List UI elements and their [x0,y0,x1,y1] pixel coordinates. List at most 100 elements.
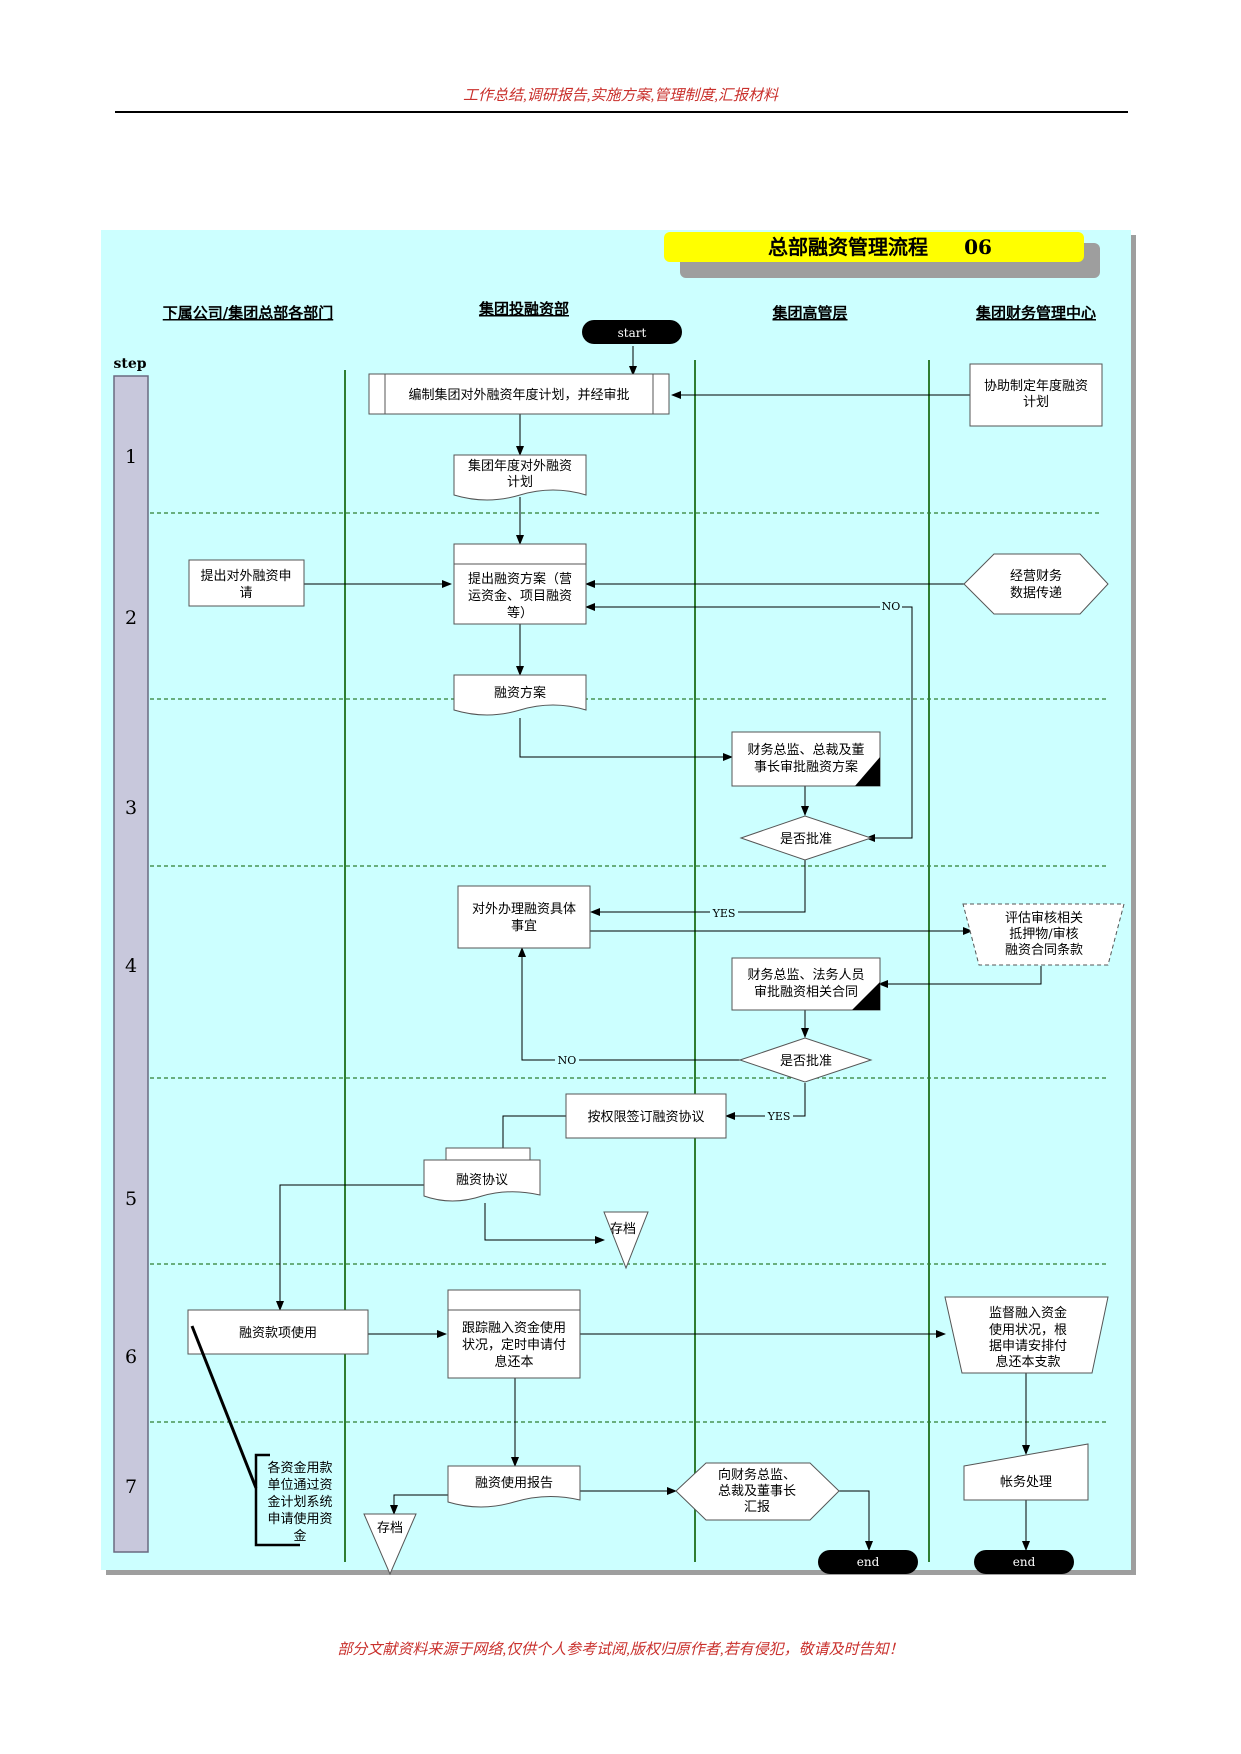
svg-text:是否批准: 是否批准 [780,1054,832,1069]
node-apply: 提出对外融资申 请 [188,559,305,607]
end-terminator-2 [974,1550,1074,1574]
step-label: step [113,356,146,372]
lane-header-investment: 集团投融资部 [478,300,569,318]
annotation-note: 各资金用款 单位通过资 金计划系统 申请使用资 金 [190,1325,333,1547]
svg-text:协助制定年度融资: 协助制定年度融资 [984,378,1088,394]
svg-text:融资使用报告: 融资使用报告 [475,1475,553,1491]
doc-annual-plan: 集团年度对外融资 计划 [453,454,587,501]
node-supervise: 监督融入资金 使用状况，根 据申请安排付 息还本支款 [944,1296,1109,1374]
svg-text:金: 金 [293,1528,306,1544]
svg-text:数据传递: 数据传递 [1010,586,1062,601]
svg-text:抵押物/审核: 抵押物/审核 [1009,927,1078,942]
diagram-title: 总部融资管理流程 [768,235,928,259]
svg-text:计划: 计划 [1023,395,1049,410]
svg-text:计划: 计划 [507,475,533,490]
svg-text:金计划系统: 金计划系统 [267,1494,332,1510]
node-approve-contract: 财务总监、法务人员 审批融资相关合同 [731,957,881,1011]
svg-text:等）: 等） [507,605,533,621]
step-4: 4 [125,955,137,977]
svg-text:使用状况，根: 使用状况，根 [989,1322,1067,1338]
step-3: 3 [125,797,137,819]
decision-approve-1: 是否批准 [739,815,873,861]
svg-text:状况，定时申请付: 状况，定时申请付 [462,1338,566,1353]
svg-text:按权限签订融资协议: 按权限签订融资协议 [587,1109,704,1125]
archive-2: 存档 [363,1513,417,1576]
edge-label-yes-2: YES [767,1110,791,1123]
node-propose: 提出融资方案（营 运资金、项目融资 等） [453,543,587,625]
node-finance-data: 经营财务 数据传递 [963,553,1109,615]
svg-text:总裁及董事长: 总裁及董事长 [718,1483,796,1499]
page-header-text: 工作总结,调研报告,实施方案,管理制度,汇报材料 [462,88,778,104]
edge-label-no-2: NO [558,1054,577,1067]
lane-header-executives: 集团高管层 [771,304,847,322]
edge-label-no-1: NO [882,600,901,613]
svg-text:对外办理融资具体: 对外办理融资具体 [472,902,576,917]
lane-lines [344,360,930,1562]
end-terminator-1 [818,1550,918,1574]
svg-text:汇报: 汇报 [744,1500,770,1515]
svg-text:息还本支款: 息还本支款 [995,1354,1060,1370]
svg-text:评估审核相关: 评估审核相关 [1005,911,1083,926]
svg-text:融资方案: 融资方案 [494,685,546,701]
svg-text:融资合同条款: 融资合同条款 [1005,942,1083,958]
lane-header-finance-center: 集团财务管理中心 [975,304,1096,322]
step-2: 2 [125,607,137,629]
node-approve-scheme: 财务总监、总裁及董 事长审批融资方案 [731,731,881,787]
node-sign: 按权限签订融资协议 [565,1093,727,1139]
svg-text:审批融资相关合同: 审批融资相关合同 [754,985,858,1000]
step-6: 6 [125,1346,137,1368]
step-1: 1 [125,446,137,468]
end-label-2: end [1013,1555,1036,1569]
connectors [276,346,1042,1551]
svg-text:财务总监、总裁及董: 财务总监、总裁及董 [747,742,864,758]
svg-text:存档: 存档 [610,1222,636,1237]
decision-approve-2: 是否批准 [738,1037,873,1083]
svg-text:息还本: 息还本 [494,1354,533,1370]
svg-text:单位通过资: 单位通过资 [267,1478,332,1493]
step-dividers [150,512,1108,1423]
doc-usage-report: 融资使用报告 [447,1465,581,1508]
svg-text:融资协议: 融资协议 [456,1173,508,1188]
node-accounting: 帐务处理 [963,1443,1089,1501]
svg-text:据申请安排付: 据申请安排付 [989,1339,1067,1354]
node-handle: 对外办理融资具体 事宜 [457,885,591,949]
start-label: start [618,326,647,340]
svg-text:编制集团对外融资年度计划，并经审批: 编制集团对外融资年度计划，并经审批 [408,387,629,403]
svg-text:事宜: 事宜 [511,919,537,934]
svg-text:申请使用资: 申请使用资 [267,1511,332,1527]
node-assist-plan: 协助制定年度融资 计划 [969,363,1103,427]
diagram-code: 06 [964,235,992,259]
svg-text:是否批准: 是否批准 [780,832,832,847]
step-5: 5 [125,1188,137,1210]
svg-text:事长审批融资方案: 事长审批融资方案 [754,759,858,775]
end-label-1: end [857,1555,880,1569]
node-track: 跟踪融入资金使用 状况，定时申请付 息还本 [447,1289,581,1379]
lane-header-departments: 下属公司/集团总部各部门 [163,304,333,322]
node-use-funds: 融资款项使用 [187,1309,369,1355]
svg-text:跟踪融入资金使用: 跟踪融入资金使用 [462,1320,566,1336]
step-bar [113,375,149,1553]
title-banner [664,232,1084,262]
svg-text:融资款项使用: 融资款项使用 [239,1325,317,1341]
node-report-to: 向财务总监、 总裁及董事长 汇报 [675,1462,840,1521]
node-plan-compile: 编制集团对外融资年度计划，并经审批 [368,373,670,415]
svg-text:提出融资方案（营: 提出融资方案（营 [468,571,572,587]
svg-text:财务总监、法务人员: 财务总监、法务人员 [747,967,864,983]
svg-text:监督融入资金: 监督融入资金 [989,1305,1067,1321]
svg-text:提出对外融资申: 提出对外融资申 [200,568,291,584]
doc-agreement: 融资协议 [423,1147,541,1202]
node-evaluate: 评估审核相关 抵押物/审核 融资合同条款 [962,903,1125,966]
edge-label-yes-1: YES [712,907,736,920]
svg-text:运资金、项目融资: 运资金、项目融资 [468,588,572,604]
svg-text:各资金用款: 各资金用款 [267,1460,332,1476]
svg-text:帐务处理: 帐务处理 [1000,1474,1052,1490]
svg-text:请: 请 [239,586,252,601]
svg-text:向财务总监、: 向财务总监、 [718,1467,796,1483]
start-terminator [582,320,682,344]
doc-scheme: 融资方案 [453,674,587,716]
step-7: 7 [125,1476,137,1498]
svg-text:经营财务: 经营财务 [1010,568,1062,584]
svg-text:集团年度对外融资: 集团年度对外融资 [468,458,572,474]
header-divider [115,111,1128,113]
